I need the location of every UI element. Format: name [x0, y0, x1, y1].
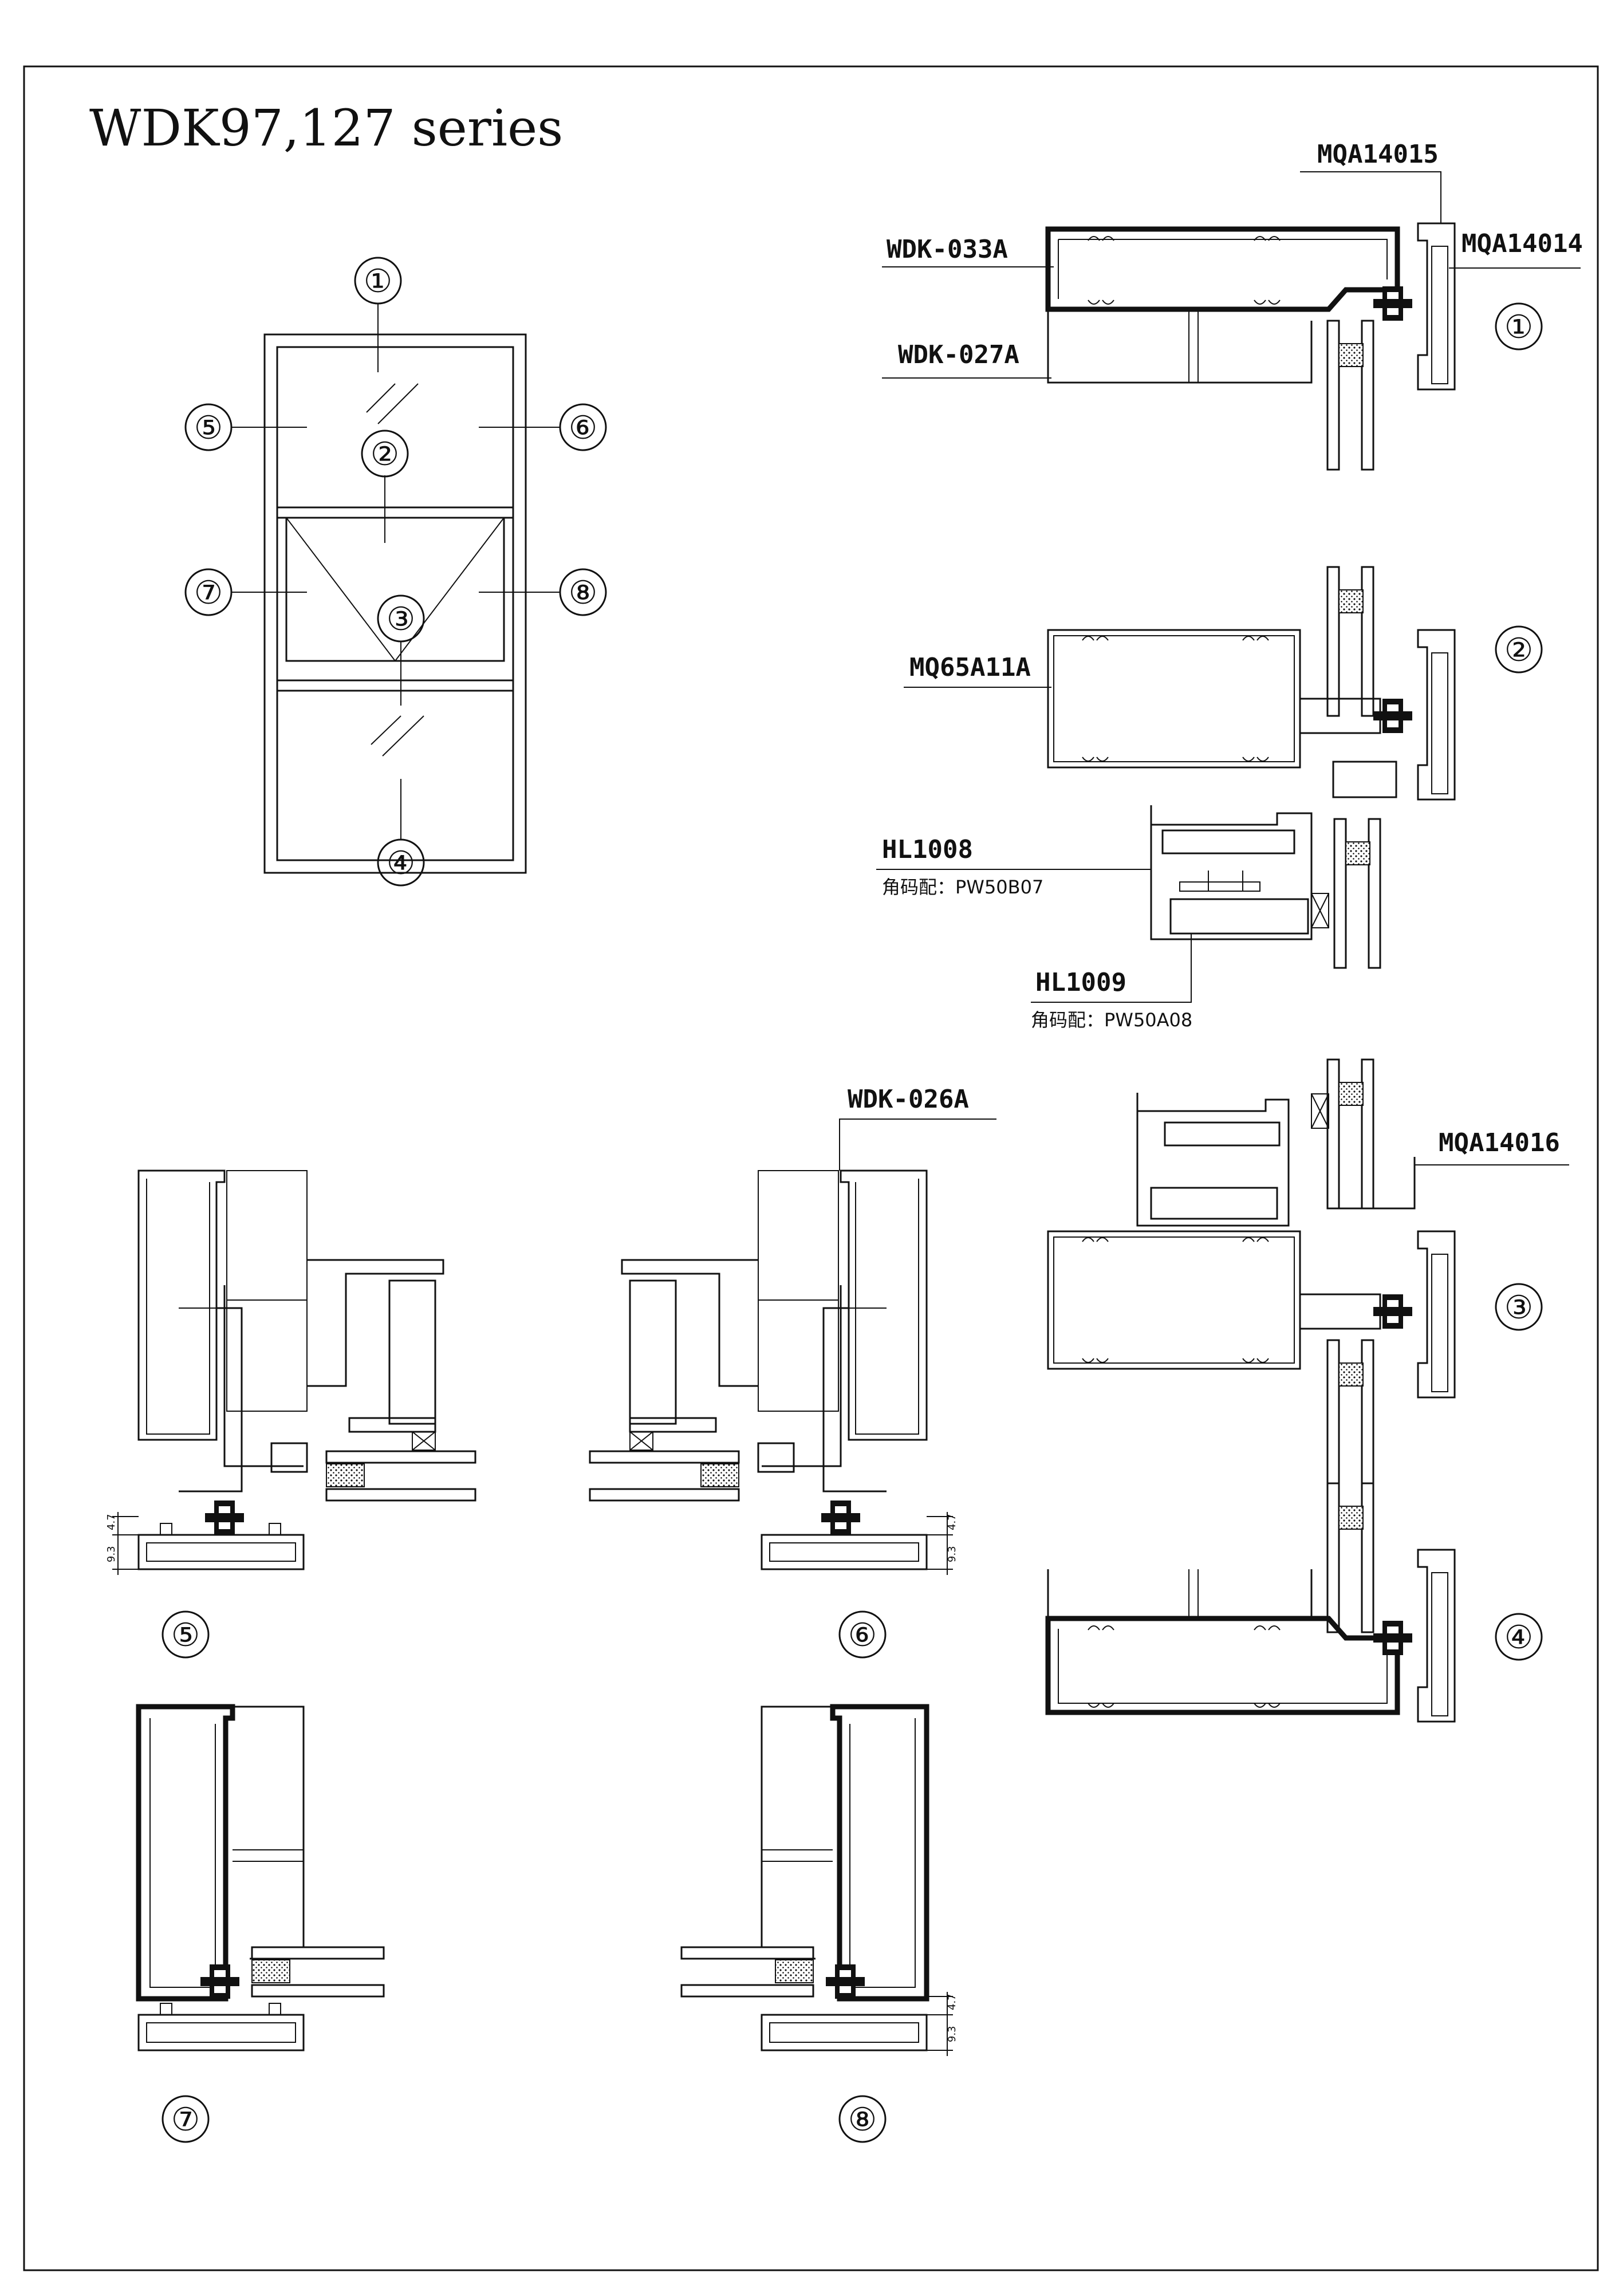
section-marker-1: ①: [1504, 309, 1533, 346]
key-callout-6: ⑥: [569, 409, 597, 447]
label-mqa14016: MQA14016: [1439, 1128, 1560, 1157]
label-hl1008-corner: 角码配：PW50B07: [882, 876, 1043, 898]
label-wdk-027a: WDK-027A: [898, 340, 1019, 369]
page-title: WDK97,127 series: [89, 99, 563, 157]
dim-6-a: 4.7: [946, 1514, 958, 1530]
dim-6-b: 9.3: [946, 1546, 958, 1562]
dim-5-a: 4.7: [105, 1514, 117, 1530]
key-callout-8: ⑧: [569, 574, 597, 612]
label-hl1009: HL1009: [1035, 968, 1126, 997]
section-5: 4.7 9.3 ⑤: [105, 1169, 476, 1659]
section-marker-6: ⑥: [848, 1617, 877, 1654]
section-6: 4.7 9.3 WDK-026A ⑥: [589, 1085, 996, 1659]
label-wdk-026a: WDK-026A: [848, 1085, 969, 1114]
dim-8-b: 9.3: [946, 2026, 958, 2042]
section-marker-8: ⑧: [848, 2101, 877, 2139]
dim-8-a: 4.7: [946, 1994, 958, 2010]
key-callout-4: ④: [387, 845, 415, 882]
section-marker-2: ②: [1504, 632, 1533, 669]
label-mqa14015: MQA14015: [1317, 140, 1439, 169]
section-marker-4: ④: [1504, 1619, 1533, 1656]
drawing-border: [23, 65, 1599, 2271]
label-hl1009-corner: 角码配：PW50A08: [1031, 1009, 1192, 1031]
label-hl1008: HL1008: [882, 835, 973, 864]
key-callout-3: ③: [387, 601, 415, 638]
key-callout-1: ①: [364, 263, 392, 300]
elevation-key-diagram: ① ② ③ ④ ⑤ ⑥ ⑦ ⑧: [184, 257, 607, 887]
section-marker-5: ⑤: [171, 1617, 200, 1654]
key-callout-2: ②: [371, 436, 399, 473]
key-callout-5: ⑤: [194, 409, 223, 447]
label-mqa14014: MQA14014: [1462, 229, 1583, 258]
section-4: ④: [1045, 1482, 1543, 1723]
label-wdk-033a: WDK-033A: [887, 235, 1008, 264]
section-2: MQ65A11A HL1008 角码配：PW50B07 HL1009 角码配：P…: [876, 566, 1543, 1031]
section-1: MQA14015 MQA14014 WDK-033A WDK-027A ①: [882, 140, 1583, 471]
label-mq65a11a: MQ65A11A: [909, 653, 1031, 682]
section-7: ⑦: [136, 1704, 385, 2143]
dim-5-b: 9.3: [105, 1546, 117, 1562]
section-marker-3: ③: [1504, 1289, 1533, 1326]
key-callout-7: ⑦: [194, 574, 223, 612]
section-8: 4.7 9.3 ⑧: [680, 1704, 958, 2143]
section-marker-7: ⑦: [171, 2101, 200, 2139]
section-3: MQA14016 ③: [1047, 1058, 1569, 1490]
